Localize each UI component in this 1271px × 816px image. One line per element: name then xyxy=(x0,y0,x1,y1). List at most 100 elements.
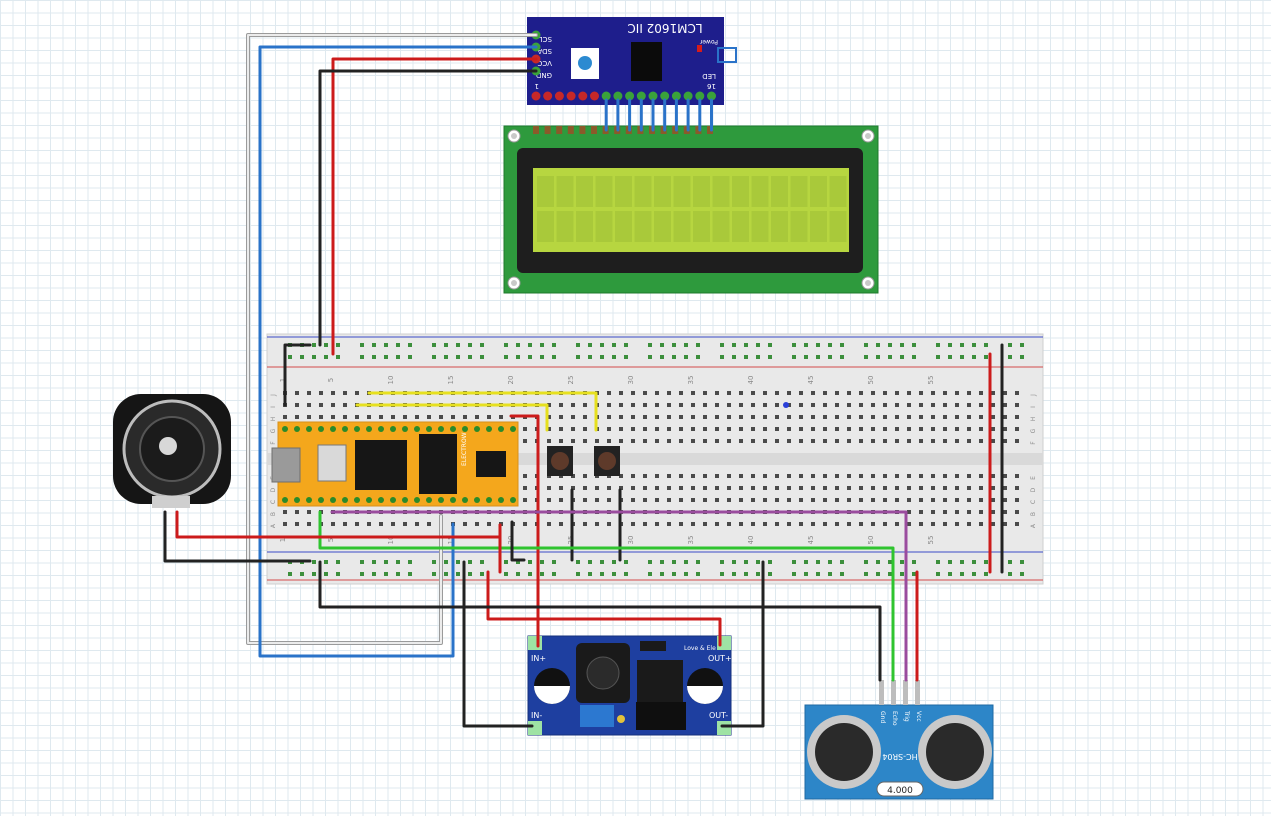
column-number: 30 xyxy=(627,536,635,545)
header-pin xyxy=(707,91,716,101)
terminal-hole xyxy=(703,486,707,490)
wire-black-buck-in xyxy=(462,560,534,728)
terminal-hole xyxy=(811,427,815,431)
wire-yellow-1 xyxy=(367,391,598,432)
terminal-hole xyxy=(463,415,467,419)
mcu-pin xyxy=(498,497,504,503)
power-led-icon xyxy=(697,45,702,52)
terminal-hole xyxy=(955,510,959,514)
rail-hole xyxy=(660,343,664,347)
rail-hole xyxy=(684,355,688,359)
terminal-hole xyxy=(811,403,815,407)
terminal-hole xyxy=(319,415,323,419)
terminal-hole xyxy=(847,486,851,490)
terminal-hole xyxy=(739,427,743,431)
terminal-hole xyxy=(955,415,959,419)
rail-hole xyxy=(456,560,460,564)
terminal-hole xyxy=(403,415,407,419)
rail-hole xyxy=(372,343,376,347)
mcu-pin xyxy=(342,426,348,432)
terminal-hole xyxy=(667,415,671,419)
terminal-hole xyxy=(331,522,335,526)
terminal-hole xyxy=(607,439,611,443)
sensor-pin-trig: Trig xyxy=(903,710,910,722)
terminal-hole xyxy=(883,391,887,395)
terminal-hole xyxy=(571,486,575,490)
header-pin xyxy=(613,91,623,101)
rail-hole xyxy=(792,343,796,347)
terminal-hole xyxy=(991,403,995,407)
terminal-hole xyxy=(319,403,323,407)
rail-hole xyxy=(360,560,364,564)
lcd-cell xyxy=(790,176,808,207)
terminal-hole xyxy=(895,391,899,395)
rail-hole xyxy=(912,572,916,576)
terminal-hole xyxy=(1015,522,1019,526)
rail-hole xyxy=(768,343,772,347)
terminal-hole xyxy=(847,498,851,502)
terminal-hole xyxy=(403,522,407,526)
rail-hole xyxy=(408,560,412,564)
terminal-hole xyxy=(691,486,695,490)
terminal-hole xyxy=(691,391,695,395)
rail-hole xyxy=(984,560,988,564)
terminal-hole xyxy=(979,439,983,443)
rail-hole xyxy=(540,355,544,359)
terminal-hole xyxy=(355,391,359,395)
terminal-hole xyxy=(631,415,635,419)
terminal-hole xyxy=(871,427,875,431)
terminal-hole xyxy=(943,427,947,431)
rail-hole xyxy=(984,343,988,347)
rail-hole xyxy=(660,560,664,564)
lcd-cell xyxy=(712,176,730,207)
terminal-hole xyxy=(811,474,815,478)
lcd-cell xyxy=(751,176,769,207)
terminal-hole xyxy=(307,415,311,419)
terminal-hole xyxy=(295,403,299,407)
sensor-pin-echo: Echo xyxy=(891,711,898,726)
rail-hole xyxy=(324,560,328,564)
terminal-hole xyxy=(295,522,299,526)
i2c-module: LCM1602 IIC SCL SDA VCC GND Power LED 16… xyxy=(527,17,737,105)
terminal-hole xyxy=(1003,474,1007,478)
rail-hole xyxy=(876,355,880,359)
rail-hole xyxy=(480,343,484,347)
lcd-cell xyxy=(693,211,710,242)
terminal-hole xyxy=(583,474,587,478)
wire-yellow-2 xyxy=(355,403,549,432)
i2c-power-label: Power xyxy=(699,38,718,45)
row-letter: J xyxy=(270,394,277,397)
terminal-hole xyxy=(811,415,815,419)
terminal-hole xyxy=(991,498,995,502)
rail-hole xyxy=(624,572,628,576)
terminal-hole xyxy=(667,403,671,407)
rail-hole xyxy=(804,560,808,564)
mcu-pin xyxy=(378,426,384,432)
rail-hole xyxy=(792,560,796,564)
terminal-hole xyxy=(751,391,755,395)
rail-hole xyxy=(600,355,604,359)
row-letter: H xyxy=(270,417,277,422)
terminal-hole xyxy=(559,498,563,502)
terminal-hole xyxy=(823,486,827,490)
mcu-pin xyxy=(498,426,504,432)
terminal-hole xyxy=(895,474,899,478)
rail-hole xyxy=(588,572,592,576)
rail-hole xyxy=(552,572,556,576)
mcu-pin xyxy=(510,426,516,432)
terminal-hole xyxy=(631,439,635,443)
terminal-hole xyxy=(547,498,551,502)
terminal-hole xyxy=(283,415,287,419)
rail-hole xyxy=(432,343,436,347)
rail-hole xyxy=(384,343,388,347)
wire-black-buck-out xyxy=(720,560,765,728)
mcu-pin xyxy=(354,426,360,432)
rail-hole xyxy=(744,572,748,576)
terminal-hole xyxy=(559,415,563,419)
terminal-hole xyxy=(1003,427,1007,431)
lcd-cell xyxy=(693,176,710,207)
terminal-hole xyxy=(967,474,971,478)
rail-hole xyxy=(936,355,940,359)
terminal-hole xyxy=(763,486,767,490)
terminal-hole xyxy=(883,522,887,526)
